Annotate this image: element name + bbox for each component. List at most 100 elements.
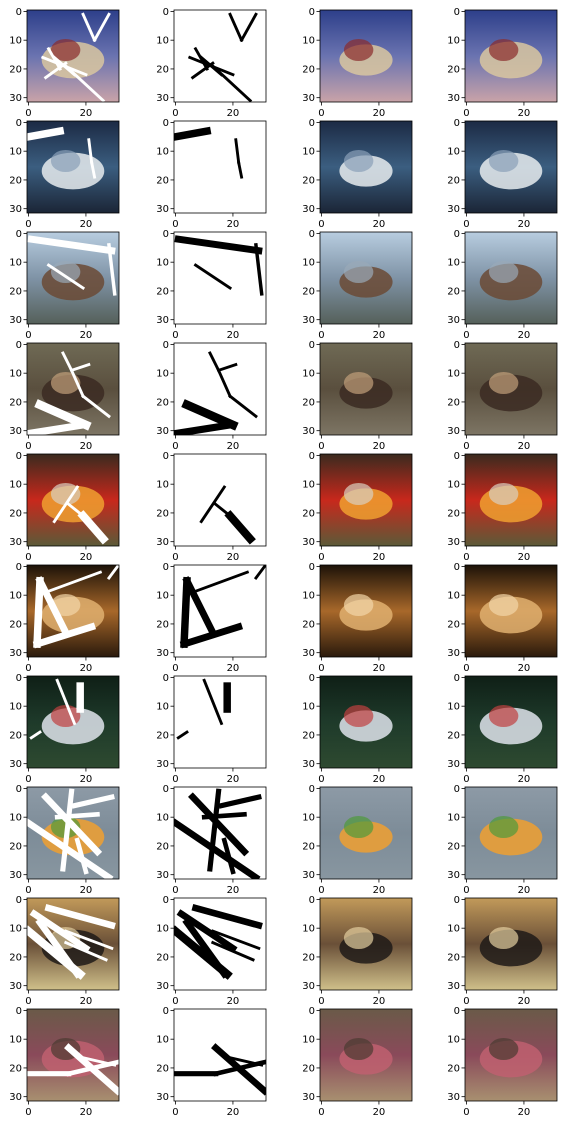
y-tick-label: 10 <box>156 258 169 269</box>
mask-stroke-3 <box>207 788 222 872</box>
x-tick-label: 20 <box>373 774 386 785</box>
image-subject-detail <box>343 38 374 62</box>
y-tick-label: 30 <box>156 315 169 326</box>
y-tick-label: 10 <box>447 702 460 713</box>
y-tick-label: 20 <box>156 64 169 75</box>
overlay-stroke-3 <box>63 64 106 102</box>
x-tick-label: 20 <box>518 441 531 452</box>
axes-frame <box>319 786 413 880</box>
axes-frame <box>464 120 558 214</box>
overlay-stroke-6 <box>46 46 63 71</box>
y-tick-label: 20 <box>302 397 315 408</box>
x-tick-label: 20 <box>227 330 240 341</box>
overlay-stroke-0 <box>52 485 80 524</box>
mask-stroke-0 <box>208 351 221 373</box>
y-tick-label: 0 <box>163 340 169 351</box>
x-tick-label: 20 <box>80 663 93 674</box>
y-tick-label: 30 <box>9 426 22 437</box>
y-tick-label: 20 <box>447 619 460 630</box>
x-tick-label: 20 <box>227 774 240 785</box>
y-tick-label: 20 <box>302 286 315 297</box>
y-tick-label: 10 <box>302 258 315 269</box>
y-tick-label: 20 <box>156 619 169 630</box>
overlay-stroke-1 <box>41 792 103 857</box>
y-tick-label: 30 <box>9 1092 22 1103</box>
y-tick-label: 0 <box>163 673 169 684</box>
x-tick-label: 0 <box>318 885 324 896</box>
y-tick-label: 20 <box>9 730 22 741</box>
y-tick-label: 30 <box>9 204 22 215</box>
y-tick-label: 0 <box>309 673 315 684</box>
y-tick-label: 20 <box>447 952 460 963</box>
mask-stroke-3 <box>228 394 258 419</box>
overlay-stroke-3 <box>35 917 82 979</box>
y-tick-label: 10 <box>447 36 460 47</box>
overlay-stroke-0 <box>33 576 44 648</box>
overlay-stroke-2 <box>29 730 42 740</box>
y-tick-label: 20 <box>302 841 315 852</box>
axes-frame <box>26 120 120 214</box>
y-tick-label: 30 <box>447 1092 460 1103</box>
y-tick-label: 20 <box>156 397 169 408</box>
image-subject-detail <box>50 260 81 284</box>
y-tick-label: 30 <box>447 426 460 437</box>
x-tick-label: 0 <box>25 552 31 563</box>
y-tick-label: 0 <box>16 7 22 18</box>
x-tick-label: 0 <box>318 1107 324 1118</box>
image-subject-detail <box>343 260 374 284</box>
y-tick-label: 0 <box>16 784 22 795</box>
axes-frame <box>319 897 413 991</box>
mask-stroke-5 <box>239 12 258 43</box>
x-tick-label: 20 <box>80 330 93 341</box>
x-tick-label: 0 <box>25 1107 31 1118</box>
y-tick-label: 20 <box>447 397 460 408</box>
x-tick-label: 0 <box>318 330 324 341</box>
axes-frame <box>464 1008 558 1102</box>
x-tick-label: 0 <box>463 1107 469 1118</box>
x-tick-label: 0 <box>172 996 178 1007</box>
mask-stroke-2 <box>176 730 189 740</box>
y-tick-label: 0 <box>309 451 315 462</box>
y-tick-label: 20 <box>9 64 22 75</box>
image-subject-detail <box>488 482 519 506</box>
overlay-stroke-1 <box>69 362 91 373</box>
x-tick-label: 20 <box>373 552 386 563</box>
x-tick-label: 0 <box>172 108 178 119</box>
overlay-stroke-5 <box>74 837 89 875</box>
x-tick-label: 0 <box>172 552 178 563</box>
mask-stroke-1 <box>234 138 241 165</box>
y-tick-label: 20 <box>447 841 460 852</box>
y-tick-label: 10 <box>447 480 460 491</box>
y-tick-label: 10 <box>156 702 169 713</box>
y-tick-label: 0 <box>309 340 315 351</box>
image-subject-detail <box>488 371 519 395</box>
y-tick-label: 30 <box>9 648 22 659</box>
y-tick-label: 0 <box>163 895 169 906</box>
overlay-stroke-5 <box>27 420 88 435</box>
y-tick-label: 30 <box>9 93 22 104</box>
y-tick-label: 10 <box>302 369 315 380</box>
overlay-stroke-1 <box>87 138 94 165</box>
axes-frame <box>464 786 558 880</box>
y-tick-label: 0 <box>163 229 169 240</box>
y-tick-label: 30 <box>156 204 169 215</box>
y-tick-label: 20 <box>9 841 22 852</box>
x-tick-label: 20 <box>80 774 93 785</box>
x-tick-label: 20 <box>80 1107 93 1118</box>
x-tick-label: 20 <box>373 441 386 452</box>
y-tick-label: 10 <box>9 702 22 713</box>
y-tick-label: 30 <box>156 981 169 992</box>
x-tick-label: 20 <box>518 108 531 119</box>
x-tick-label: 20 <box>373 1107 386 1118</box>
x-tick-label: 0 <box>172 219 178 230</box>
